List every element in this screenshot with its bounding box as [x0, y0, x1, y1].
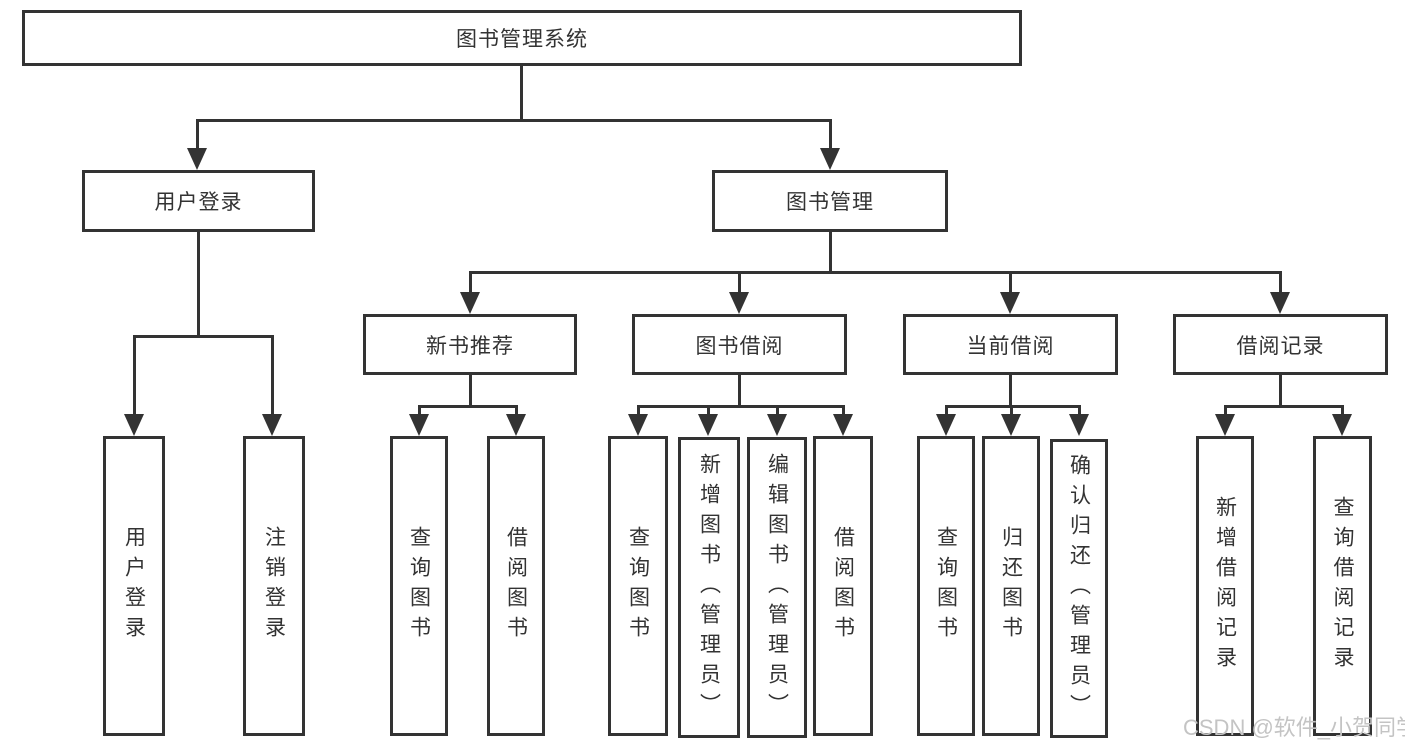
connector-line	[1341, 405, 1344, 418]
connector-line	[776, 405, 779, 418]
arrow-down-icon	[187, 148, 207, 170]
leaf-label: 查询图书	[626, 526, 650, 646]
leaf-query-books-newbooks: 查询图书	[390, 436, 448, 736]
connector-line	[638, 405, 843, 408]
connector-line	[1279, 375, 1282, 407]
leaf-label: 借阅图书	[504, 526, 528, 646]
node-book-management: 图书管理	[712, 170, 948, 232]
connector-line	[134, 335, 274, 338]
arrow-down-icon	[460, 292, 480, 314]
connector-line	[418, 405, 421, 418]
connector-line	[829, 232, 832, 274]
leaf-label: 借阅图书	[831, 526, 855, 646]
arrow-down-icon	[1000, 292, 1020, 314]
connector-line	[707, 405, 710, 418]
arrow-down-icon	[729, 292, 749, 314]
connector-line	[1224, 405, 1227, 418]
arrow-down-icon	[1332, 414, 1352, 436]
connector-line	[520, 66, 523, 120]
leaf-label: 确认归还（管理员）	[1067, 453, 1091, 724]
connector-line	[515, 405, 518, 418]
connector-line	[637, 405, 640, 418]
node-user-login: 用户登录	[82, 170, 315, 232]
node-book-management-system: 图书管理系统	[22, 10, 1022, 66]
arrow-down-icon	[1001, 414, 1021, 436]
arrow-down-icon	[820, 148, 840, 170]
leaf-query-books-borrowing: 查询图书	[608, 436, 668, 736]
connector-line	[419, 405, 516, 408]
leaf-label: 查询图书	[407, 526, 431, 646]
leaf-label: 新增借阅记录	[1213, 496, 1237, 676]
leaf-return-books: 归还图书	[982, 436, 1040, 736]
connector-line	[1078, 405, 1081, 418]
node-borrowing-records: 借阅记录	[1173, 314, 1388, 375]
connector-line	[1225, 405, 1342, 408]
leaf-query-books-current: 查询图书	[917, 436, 975, 736]
node-current-borrowing: 当前借阅	[903, 314, 1118, 375]
node-new-book-recommend: 新书推荐	[363, 314, 577, 375]
connector-line	[196, 119, 199, 152]
leaf-label: 归还图书	[999, 526, 1023, 646]
arrow-down-icon	[936, 414, 956, 436]
leaf-label: 查询借阅记录	[1331, 496, 1354, 676]
leaf-confirm-return-admin: 确认归还（管理员）	[1050, 439, 1108, 738]
node-label: 用户登录	[154, 191, 243, 214]
connector-line	[1279, 271, 1282, 296]
leaf-logout: 注销登录	[243, 436, 305, 736]
node-book-borrowing: 图书借阅	[632, 314, 847, 375]
leaf-borrow-books: 借阅图书	[813, 436, 873, 736]
connector-line	[197, 119, 831, 122]
arrow-down-icon	[628, 414, 648, 436]
connector-line	[738, 375, 741, 407]
connector-line	[197, 232, 200, 337]
leaf-label: 查询图书	[934, 526, 958, 646]
leaf-add-books-admin: 新增图书（管理员）	[678, 437, 740, 738]
arrow-down-icon	[1270, 292, 1290, 314]
arrow-down-icon	[767, 414, 787, 436]
arrow-down-icon	[124, 414, 144, 436]
leaf-add-borrow-record: 新增借阅记录	[1196, 436, 1254, 736]
connector-line	[469, 271, 472, 296]
connector-line	[133, 335, 136, 418]
leaf-label: 注销登录	[262, 526, 286, 646]
leaf-label: 编辑图书（管理员）	[765, 452, 789, 723]
arrow-down-icon	[506, 414, 526, 436]
node-label: 新书推荐	[426, 334, 514, 358]
arrow-down-icon	[698, 414, 718, 436]
connector-line	[469, 375, 472, 407]
node-label: 图书借阅	[695, 334, 784, 358]
watermark: CSDN @软件_小贺同学	[1183, 715, 1405, 740]
connector-line	[829, 119, 832, 152]
connector-line	[470, 271, 1280, 274]
leaf-query-borrow-record: 查询借阅记录	[1313, 436, 1372, 736]
arrow-down-icon	[1069, 414, 1089, 436]
arrow-down-icon	[262, 414, 282, 436]
arrow-down-icon	[833, 414, 853, 436]
connector-line	[945, 405, 948, 418]
leaf-borrow-books-newbooks: 借阅图书	[487, 436, 545, 736]
leaf-label: 用户登录	[122, 526, 146, 646]
node-label: 借阅记录	[1236, 334, 1325, 358]
connector-line	[1009, 271, 1012, 296]
arrow-down-icon	[409, 414, 429, 436]
node-label: 图书管理系统	[456, 28, 588, 51]
connector-line	[1009, 375, 1012, 407]
leaf-user-login: 用户登录	[103, 436, 165, 736]
connector-line	[842, 405, 845, 418]
node-label: 图书管理	[786, 191, 874, 214]
arrow-down-icon	[1215, 414, 1235, 436]
node-label: 当前借阅	[966, 334, 1055, 358]
leaf-edit-books-admin: 编辑图书（管理员）	[747, 437, 807, 738]
connector-line	[271, 335, 274, 418]
leaf-label: 新增图书（管理员）	[697, 452, 721, 723]
connector-line	[738, 271, 741, 296]
connector-line	[1010, 405, 1013, 418]
